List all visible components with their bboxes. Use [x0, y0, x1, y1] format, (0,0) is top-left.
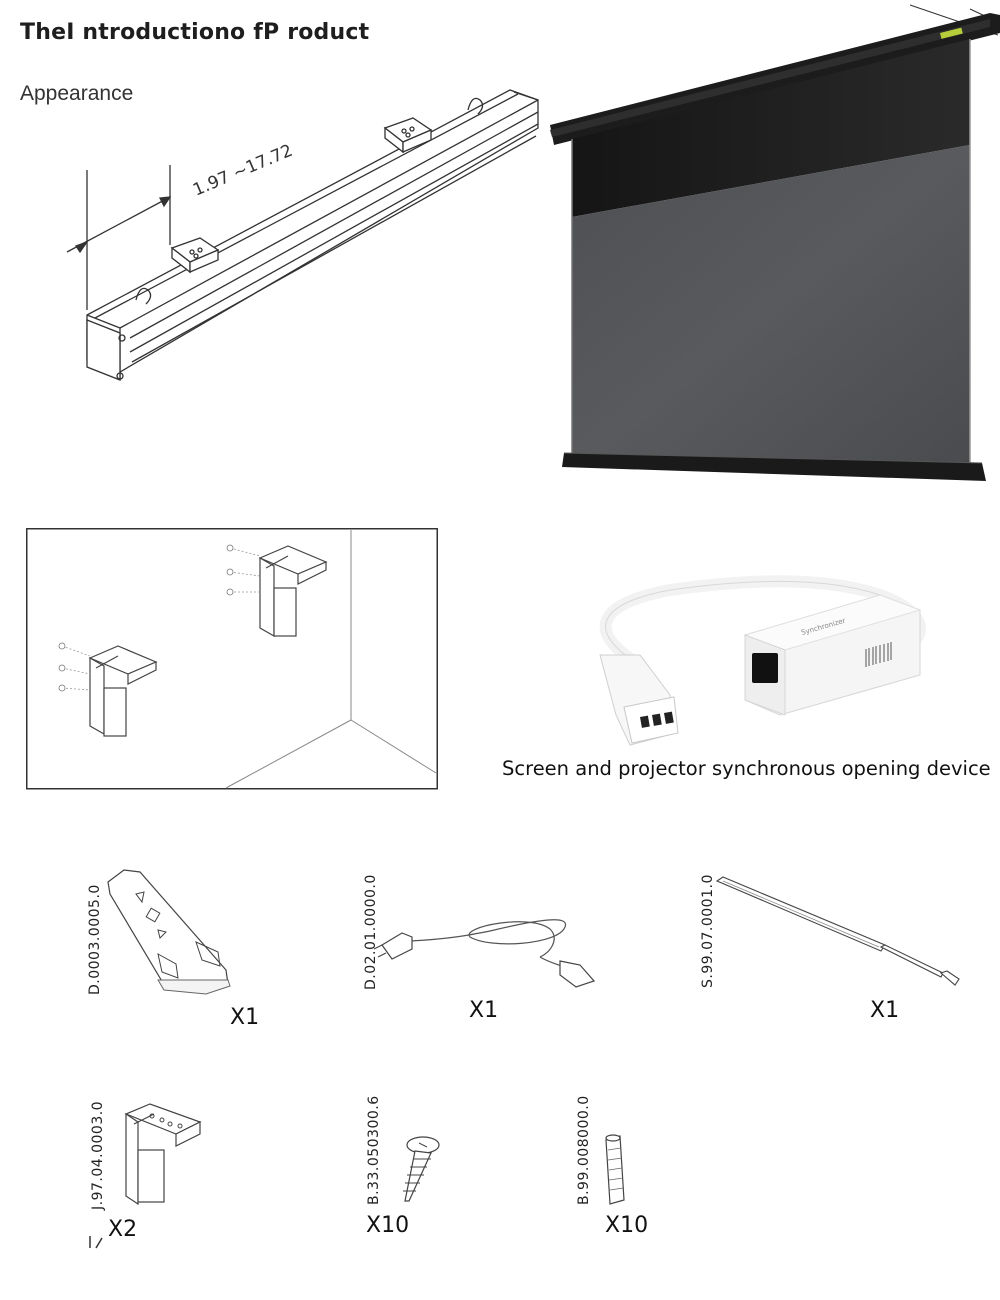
qty-remote: X1: [230, 1005, 260, 1030]
qty-anchor: X10: [605, 1213, 649, 1238]
bracket-installation-diagram: [26, 528, 438, 790]
dimension-label: 1.97 ~17.72: [190, 141, 296, 201]
qty-bracket: X2: [108, 1217, 138, 1242]
qty-rod: X1: [870, 998, 900, 1023]
screw-icon: [403, 1136, 440, 1202]
qty-power-cord: X1: [469, 998, 499, 1023]
part-code-power-cord: D.02.01.0000.0: [363, 874, 379, 990]
part-code-anchor: B.99.008000.0: [576, 1095, 592, 1205]
part-code-rod: S.99.07.0001.0: [700, 874, 716, 988]
anchor-icon: [605, 1134, 625, 1205]
page-title: TheI ntroductiono fP roduct: [20, 20, 370, 45]
part-code-bracket: J.97.04.0003.0: [90, 1100, 106, 1210]
bracket-icon: [124, 1103, 202, 1206]
section-heading: Appearance: [20, 82, 134, 105]
crop-mark-icon: [89, 1236, 103, 1249]
remote-control-icon: [107, 869, 231, 995]
screen-photo: [550, 4, 1000, 481]
qty-screw: X10: [366, 1213, 410, 1238]
power-cord-icon: [373, 919, 596, 988]
synchronizer-device-photo: Synchronizer: [599, 575, 926, 746]
part-code-screw: B.33.050300.6: [366, 1095, 382, 1205]
rod-icon: [715, 876, 960, 986]
sync-device-caption: Screen and projector synchronous opening…: [502, 757, 991, 780]
